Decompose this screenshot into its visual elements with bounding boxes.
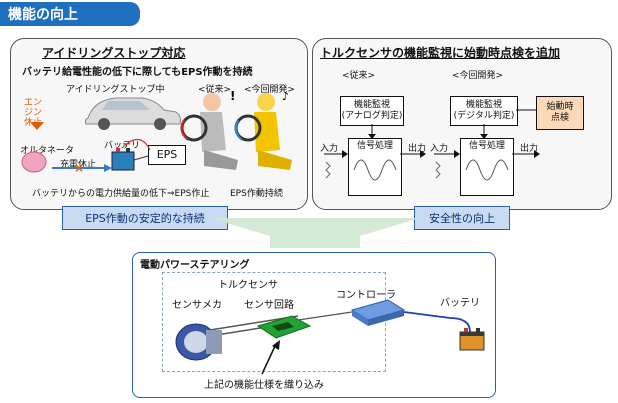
this-dev-label-left: <今回開発> [244,85,296,95]
left-panel-title: アイドリングストップ対応 [42,46,186,60]
embed-note: 上記の機能仕様を織り込み [204,380,324,391]
conventional-label-right: <従来> [342,71,376,81]
driver-conventional-icon: ! [180,89,238,170]
engine-stop-arrow [30,122,44,130]
monitor-analog-label: 機能監視 (アナログ判定) [341,100,403,121]
sensor-spring-icon-left [325,161,331,179]
alternator-label: オルタネータ [20,146,75,156]
circuit-controller-wire [297,311,353,321]
output-label-left: 出力 [408,144,427,154]
eps-box: EPS [148,145,186,165]
this-dev-label-right: <今回開発> [452,71,504,81]
safety-badge: 安全性の向上 [414,206,510,230]
battery-icon-left [111,151,135,171]
left-panel-subtitle: バッテリ給電性能の低下に際してもEPS作動を持続 [22,67,253,78]
sensor-mech-icon [175,323,222,361]
alternator-icon [21,151,47,173]
right-panel-title: トルクセンサの機能監視に始動時点検を追加 [320,46,561,60]
svg-text:♪: ♪ [282,90,289,103]
bottom-right-caption: EPS作動持続 [230,189,283,199]
torque-sensor-frame [162,272,386,372]
torque-sensor-label: トルクセンサ [218,280,278,291]
page-title: 機能の向上 [8,7,78,23]
signal-proc-label-left: 信号処理 [356,141,393,151]
battery-icon-bottom [459,328,485,351]
funnel-arrow [210,218,420,248]
bottom-panel-title: 電動パワーステアリング [140,260,250,271]
idling-label: アイドリングストップ中 [66,85,165,95]
monitor-analog-box: 機能監視 (アナログ判定) [340,96,404,126]
eps-label: EPS [156,148,178,162]
input-label-right: 入力 [430,144,449,154]
battery-label-bottom: バッテリ [440,298,480,309]
sensor-circuit-label: センサ回路 [244,300,294,311]
monitor-digital-label: 機能監視 (デジタル判定) [453,100,515,121]
output-label-right: 出力 [520,144,539,154]
driver-new-icon: ♪ [234,90,292,170]
embed-pointer-arrow [261,343,277,375]
eps-stability-badge-label: EPS作動の安定的な持続 [85,212,205,225]
controller-battery-wire [403,311,471,333]
signal-proc-label-right: 信号処理 [468,141,505,151]
charge-stop-x-icon: × [74,161,84,175]
startup-check-box: 始動時 点検 [536,96,584,130]
signal-proc-box-right: 信号処理 [460,138,514,196]
signal-proc-box-left: 信号処理 [348,138,402,196]
battery-label-left: バッテリ [104,141,141,151]
controller-label: コントローラ [336,290,396,301]
sine-wave-right [465,159,509,181]
conventional-label-left: <従来> [198,85,232,95]
sine-wave-left [353,159,397,181]
sensor-mech-label: センサメカ [172,300,222,311]
input-label-left: 入力 [320,144,339,154]
safety-badge-label: 安全性の向上 [429,212,495,225]
page-title-tab: 機能の向上 [0,2,140,26]
car-icon [84,97,181,130]
svg-text:!: ! [230,89,235,103]
charge-stop-label: 充電休止 [60,160,97,170]
sensor-spring-icon-right [435,161,441,179]
startup-check-label: 始動時 点検 [546,102,574,123]
bottom-left-caption: バッテリからの電力供給量の低下⇒EPS作止 [32,189,210,199]
